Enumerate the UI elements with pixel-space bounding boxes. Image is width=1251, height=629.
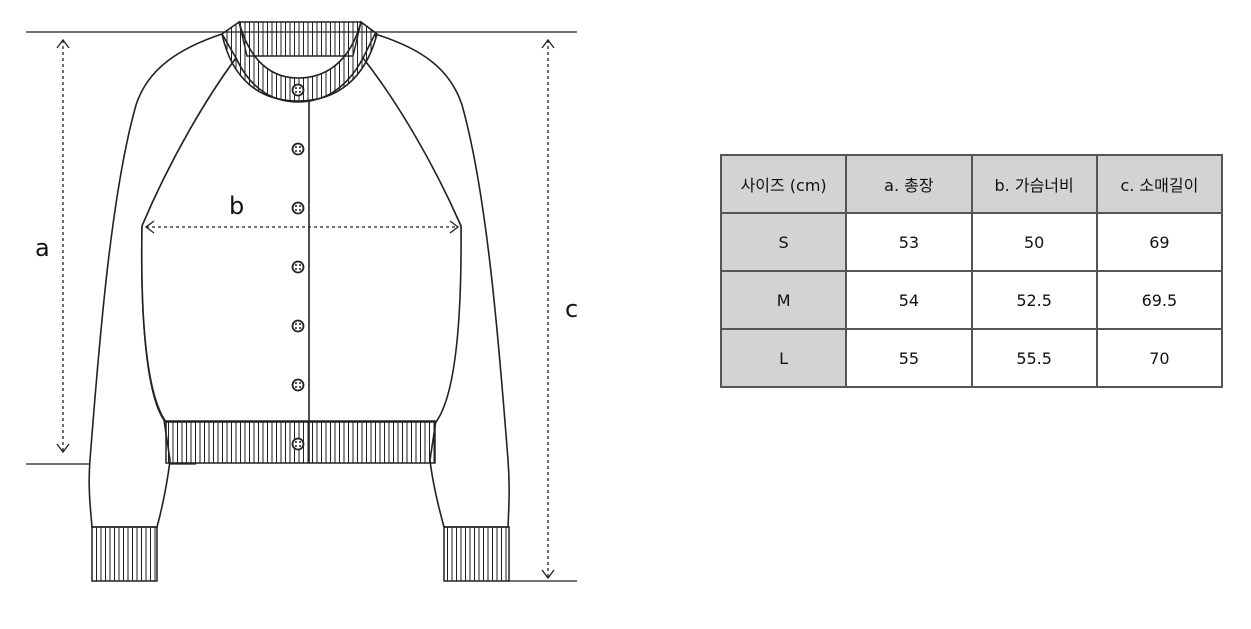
chest-width-cell: 55.5: [970, 328, 1098, 388]
collar-front-rib: [221, 20, 378, 102]
dimension-c-arrow: [541, 38, 555, 580]
dimension-b-label: b: [229, 192, 245, 220]
size-chart-table: 사이즈 (cm) a. 총장 b. 가슴너비 c. 소매길이 S 53 50 6…: [719, 154, 1224, 388]
size-cell: M: [719, 270, 848, 330]
button-4: [291, 260, 305, 274]
table-header-row: 사이즈 (cm) a. 총장 b. 가슴너비 c. 소매길이: [719, 154, 1224, 214]
total-length-cell: 53: [845, 212, 973, 272]
button-3: [291, 201, 305, 215]
chest-width-cell: 52.5: [970, 270, 1098, 330]
size-cell: L: [719, 328, 848, 388]
size-cell: S: [719, 212, 848, 272]
dimension-c-label: c: [565, 295, 579, 323]
button-2: [291, 142, 305, 156]
button-5: [291, 319, 305, 333]
sleeve-length-cell: 69: [1095, 212, 1224, 272]
header-chest-width: b. 가슴너비: [970, 154, 1098, 214]
total-length-cell: 54: [845, 270, 973, 330]
header-total-length: a. 총장: [845, 154, 973, 214]
dimension-a-arrow: [56, 38, 70, 454]
left-cuff-rib: [91, 526, 158, 582]
button-7: [291, 437, 305, 451]
sleeve-length-cell: 69.5: [1095, 270, 1224, 330]
table-row: S 53 50 69: [719, 212, 1224, 272]
button-6: [291, 378, 305, 392]
chest-width-cell: 50: [970, 212, 1098, 272]
dimension-b-arrow: [144, 220, 460, 234]
button-1: [291, 83, 305, 97]
table-row: L 55 55.5 70: [719, 328, 1224, 388]
collar-back-rib: [238, 21, 362, 57]
right-cuff-rib: [443, 526, 510, 582]
header-size: 사이즈 (cm): [719, 154, 848, 214]
total-length-cell: 55: [845, 328, 973, 388]
sleeve-length-cell: 70: [1095, 328, 1224, 388]
table-row: M 54 52.5 69.5: [719, 270, 1224, 330]
dimension-a-label: a: [35, 234, 50, 262]
header-sleeve-length: c. 소매길이: [1095, 154, 1224, 214]
